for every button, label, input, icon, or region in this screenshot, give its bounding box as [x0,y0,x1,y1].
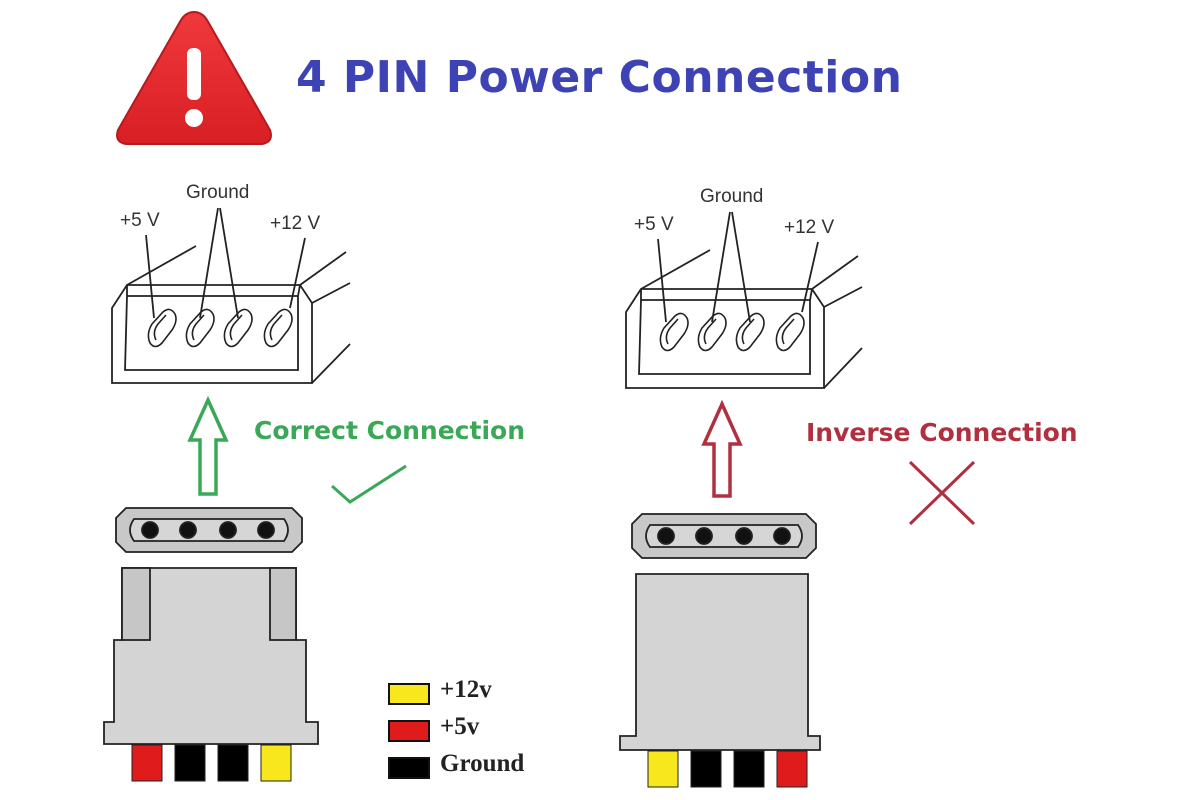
label-12v-correct: +12 V [270,213,321,234]
wire-inverse-2-black [690,750,722,788]
legend-swatch-5v [388,720,430,742]
male-plug-correct [103,507,319,745]
wire-inverse-4-red [776,750,808,788]
male-plug-inverse [619,513,821,751]
wire-correct-3-black [217,744,249,782]
cross-mark-icon [908,460,976,526]
wire-group-correct [131,744,292,782]
page-title: 4 PIN Power Connection [296,52,903,103]
inverse-connection-label: Inverse Connection [806,418,1078,447]
wire-correct-2-black [174,744,206,782]
check-mark-icon [331,464,407,504]
legend-label-ground: Ground [440,750,525,777]
wire-inverse-3-black [733,750,765,788]
legend-swatch-12v [388,683,430,705]
label-12v-inverse: +12 V [784,217,835,238]
label-5v-inverse: +5 V [634,214,674,235]
female-socket-inverse [625,211,863,389]
legend-label-12v: +12v [440,676,492,703]
label-ground-inverse: Ground [700,186,764,207]
label-ground-correct: Ground [186,182,250,203]
warning-triangle-icon [116,10,272,145]
arrow-up-inverse [701,399,743,498]
label-5v-correct: +5 V [120,210,160,231]
legend-label-5v: +5v [440,713,480,740]
correct-connection-label: Correct Connection [254,416,525,445]
legend-swatch-ground [388,757,430,779]
wire-correct-1-red [131,744,163,782]
arrow-up-correct [187,395,229,496]
wire-inverse-1-yellow [647,750,679,788]
wire-correct-4-yellow [260,744,292,782]
wire-group-inverse [647,750,808,788]
female-socket-correct [111,207,351,384]
